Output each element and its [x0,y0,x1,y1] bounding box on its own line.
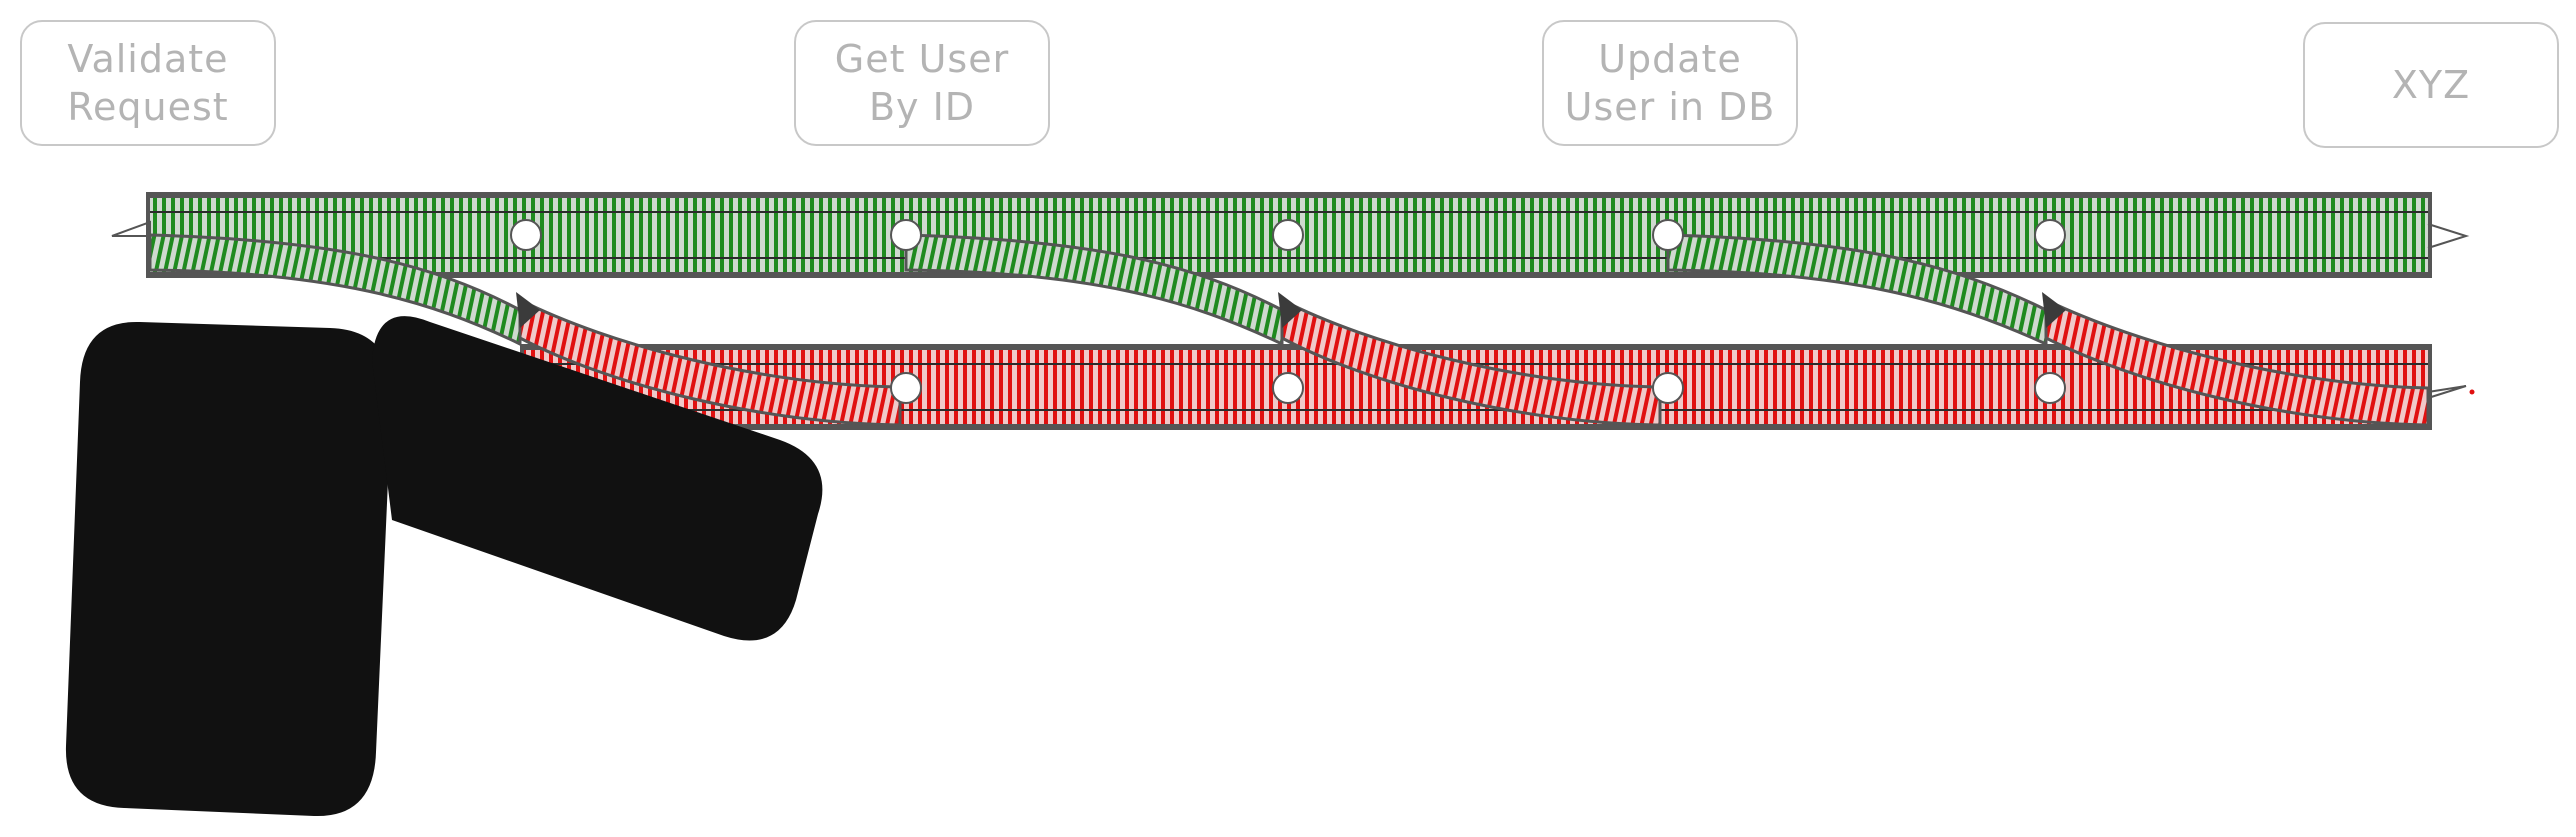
failure-track-end-cap [2427,385,2467,399]
switch-3-red-segment [2044,297,2430,427]
marker-success-4 [1652,219,1684,251]
step-box-validate-request: Validate Request [20,20,276,146]
switch-3-green-segment [1666,233,2048,347]
step-label-validate-request: Validate Request [67,37,229,129]
step-box-get-user-by-id: Get User By ID [794,20,1050,146]
redaction-shape-2 [372,316,823,641]
marker-failure-2 [1272,372,1304,404]
redaction-blob [65,316,823,817]
failure-track-end-dot [2469,389,2475,395]
switch-branches [148,233,2430,427]
step-label-update-user-in-db: Update User in DB [1564,37,1776,129]
marker-failure-3 [1652,372,1684,404]
switch-1-red-segment [518,297,902,427]
step-label-get-user-by-id: Get User By ID [834,37,1010,129]
success-track-start-cap [111,220,151,237]
marker-failure-4 [2034,372,2066,404]
switch-1-green-segment [148,233,522,347]
switch-2-green-segment [904,233,1284,347]
step-box-xyz: XYZ [2303,22,2559,148]
junction-markers [510,219,2066,404]
switch-2-red-segment [1280,297,1662,427]
marker-success-3 [1272,219,1304,251]
marker-success-5 [2034,219,2066,251]
marker-failure-1 [890,372,922,404]
success-track-end-cap [2427,223,2470,249]
step-label-xyz: XYZ [2391,63,2471,107]
switch-2-pointer [1278,292,1302,328]
marker-success-2 [890,219,922,251]
step-box-update-user-in-db: Update User in DB [1542,20,1798,146]
switch-3-pointer [2042,292,2066,328]
redaction-shape-1 [65,321,392,817]
marker-success-1 [510,219,542,251]
switch-1-pointer [516,292,540,328]
